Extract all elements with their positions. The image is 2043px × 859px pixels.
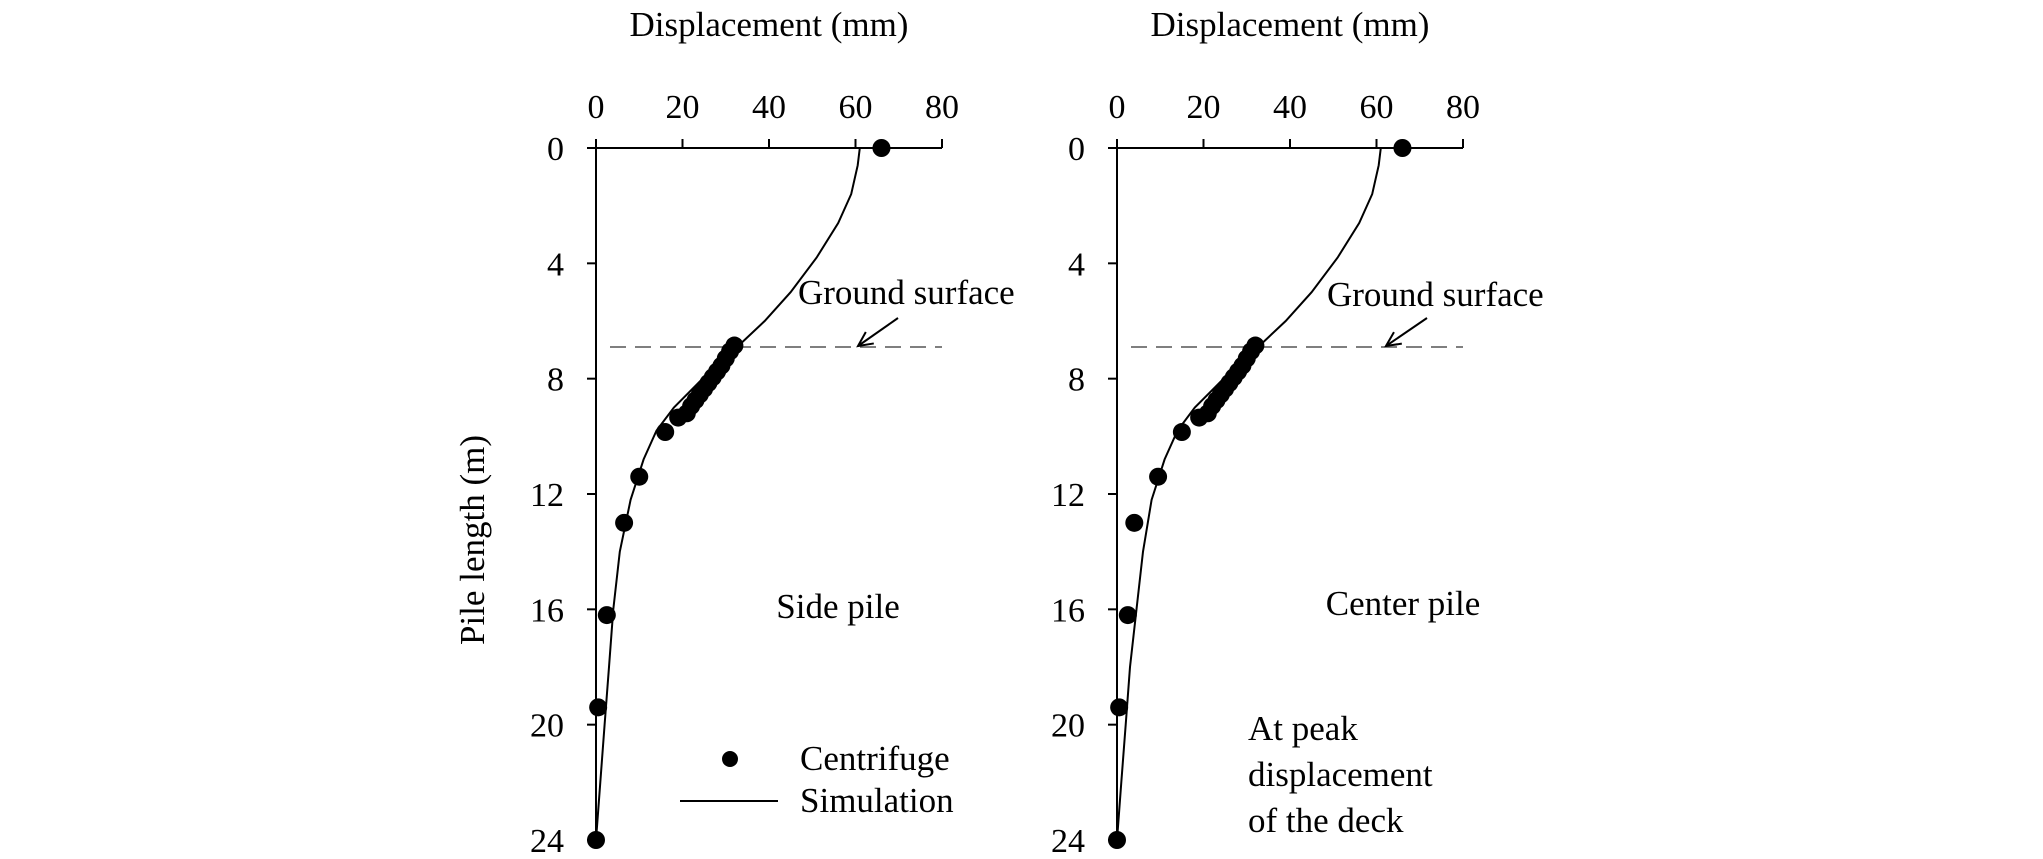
centrifuge-point bbox=[1125, 513, 1144, 532]
centrifuge-point bbox=[597, 606, 616, 625]
legend-centrifuge-label: Centrifuge bbox=[800, 739, 950, 778]
simulation-line bbox=[595, 147, 861, 841]
x-axis-title: Displacement (mm) bbox=[1151, 5, 1430, 44]
x-tick-label: 80 bbox=[925, 89, 959, 126]
note-line: of the deck bbox=[1248, 801, 1404, 840]
y-tick-label: 12 bbox=[1051, 477, 1085, 514]
y-tick-label: 4 bbox=[1068, 246, 1085, 283]
ground-surface-arrow-head bbox=[1384, 331, 1402, 348]
x-tick-label: 60 bbox=[1360, 89, 1394, 126]
ground-surface-arrow-shaft bbox=[857, 317, 899, 347]
centrifuge-point bbox=[1149, 467, 1168, 486]
centrifuge-point bbox=[1190, 408, 1209, 427]
x-tick-label: 40 bbox=[752, 89, 786, 126]
x-tick-label: 20 bbox=[666, 89, 700, 126]
centrifuge-point bbox=[1110, 698, 1129, 717]
y-tick-label: 20 bbox=[1051, 708, 1085, 745]
legend-simulation-label: Simulation bbox=[800, 781, 954, 820]
y-tick-label: 16 bbox=[1051, 592, 1085, 629]
y-tick-label: 12 bbox=[530, 477, 564, 514]
y-tick-label: 0 bbox=[547, 131, 564, 168]
centrifuge-point bbox=[656, 423, 675, 442]
centrifuge-point bbox=[615, 513, 634, 532]
y-tick-label: 8 bbox=[1068, 362, 1085, 399]
y-tick-label: 24 bbox=[1051, 823, 1085, 859]
centrifuge-point bbox=[1108, 831, 1126, 849]
x-tick-label: 0 bbox=[588, 89, 605, 126]
y-tick-label: 4 bbox=[547, 246, 564, 283]
centrifuge-point bbox=[872, 139, 891, 157]
x-tick-label: 40 bbox=[1273, 89, 1307, 126]
x-tick-label: 20 bbox=[1187, 89, 1221, 126]
ground-surface-arrow-head bbox=[856, 331, 874, 348]
pile-type-label: Center pile bbox=[1326, 584, 1481, 623]
ground-surface-label: Ground surface bbox=[798, 273, 1015, 312]
note-line: At peak bbox=[1248, 709, 1358, 748]
x-tick-label: 60 bbox=[839, 89, 873, 126]
simulation-line bbox=[1116, 147, 1382, 841]
y-tick-label: 16 bbox=[530, 592, 564, 629]
centrifuge-point bbox=[589, 698, 608, 717]
centrifuge-point bbox=[1172, 423, 1191, 442]
legend-centrifuge-marker bbox=[722, 751, 738, 767]
ground-surface-label: Ground surface bbox=[1327, 275, 1544, 314]
panel-side-pile: 0 20 40 60 80 0 4 8 12 16 20 24 Displacement (mm) Pil… bbox=[453, 5, 1015, 859]
centrifuge-point bbox=[1118, 606, 1137, 625]
y-tick-label: 8 bbox=[547, 362, 564, 399]
x-axis-title: Displacement (mm) bbox=[630, 5, 909, 44]
x-tick-label: 0 bbox=[1109, 89, 1126, 126]
centrifuge-point bbox=[669, 408, 688, 427]
panel-center-pile: 0 20 40 60 80 0 4 8 12 16 20 24 Displacement (mm) Gro… bbox=[1051, 5, 1544, 859]
centrifuge-point bbox=[630, 467, 649, 486]
x-tick-label: 80 bbox=[1446, 89, 1480, 126]
y-tick-label: 20 bbox=[530, 708, 564, 745]
y-tick-label: 24 bbox=[530, 823, 564, 859]
y-axis-title: Pile length (m) bbox=[453, 435, 492, 645]
centrifuge-point bbox=[587, 831, 605, 849]
note-line: displacement bbox=[1248, 755, 1433, 794]
centrifuge-point bbox=[1393, 139, 1412, 157]
y-tick-label: 0 bbox=[1068, 131, 1085, 168]
ground-surface-arrow-shaft bbox=[1385, 317, 1428, 347]
pile-type-label: Side pile bbox=[776, 587, 899, 626]
